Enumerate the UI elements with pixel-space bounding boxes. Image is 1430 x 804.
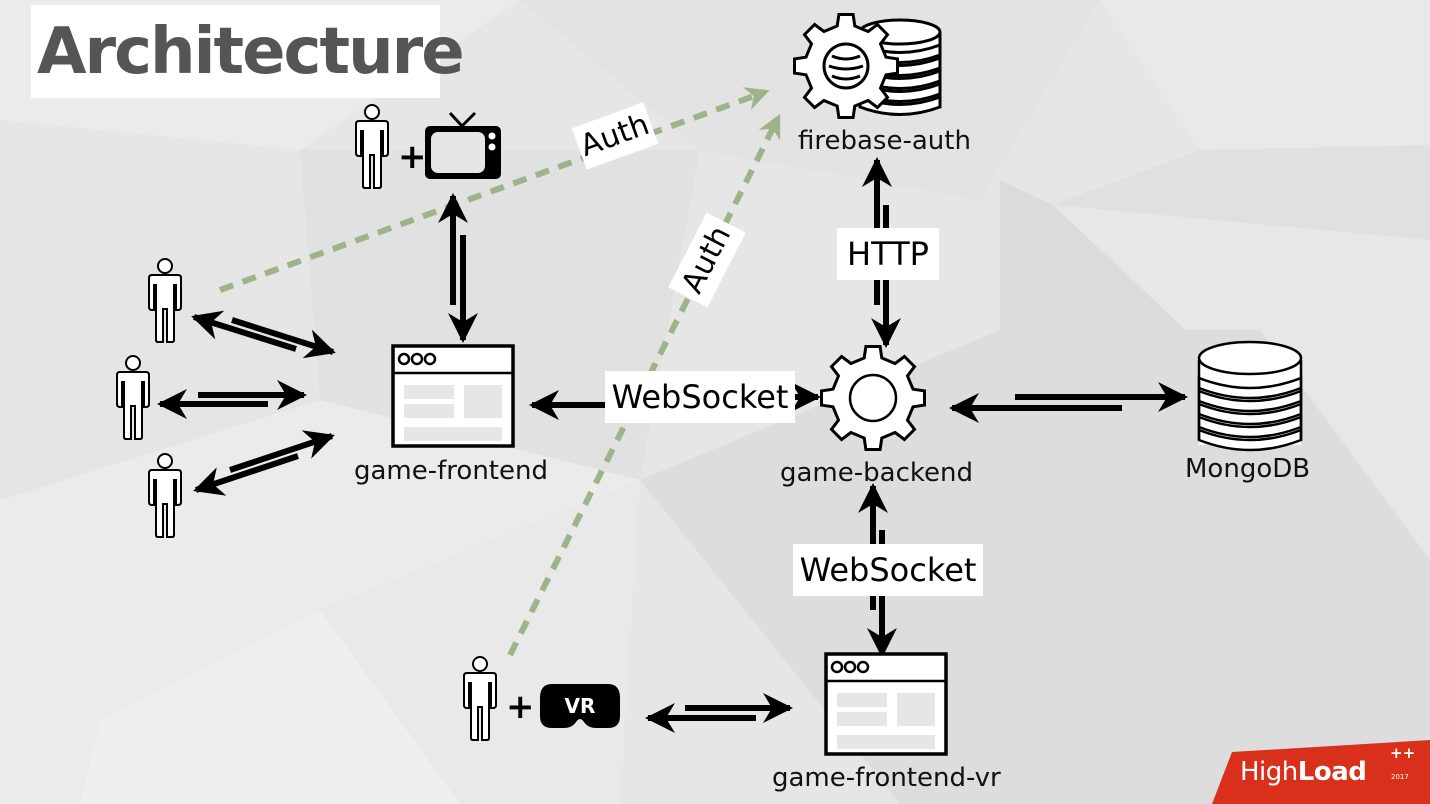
- user2-frontend-arrows: [157, 380, 307, 419]
- game-backend-icon: [820, 345, 926, 451]
- brand-light: High: [1240, 757, 1298, 787]
- websocket-label-frontend: WebSocket: [605, 371, 795, 423]
- game-frontend-icon: [391, 344, 515, 448]
- person-icon: [116, 355, 150, 440]
- brand-bold: Load: [1297, 757, 1367, 787]
- person-icon: [463, 656, 497, 741]
- slide-title-box: Architecture: [31, 5, 465, 98]
- user1-frontend-arrows: [191, 310, 336, 359]
- person-icon: [148, 453, 182, 538]
- user3-frontend-arrows: [193, 430, 335, 496]
- backend-mongodb-arrows: [949, 382, 1188, 423]
- vr-badge: VR: [565, 694, 596, 718]
- tv-icon: [425, 111, 501, 179]
- mongodb-icon: [1197, 340, 1303, 452]
- slide-title: Architecture: [37, 15, 465, 89]
- tv-frontend-arrows: [438, 193, 478, 343]
- brand-year: 2017: [1391, 773, 1409, 781]
- game-frontend-vr-label: game-frontend-vr: [772, 763, 1001, 793]
- brand-corner: [1212, 740, 1430, 804]
- brand-logo: HighLoad: [1240, 757, 1367, 787]
- plus-vr: +: [506, 687, 535, 727]
- vr-headset-icon: VR: [540, 684, 620, 728]
- auth-line-users: [218, 87, 770, 293]
- game-frontend-label: game-frontend: [354, 456, 548, 486]
- mongodb-label: MongoDB: [1185, 454, 1311, 484]
- brand-suffix: ++: [1390, 744, 1416, 762]
- http-label: HTTP: [837, 228, 939, 280]
- game-backend-label: game-backend: [780, 458, 973, 488]
- person-icon: [148, 258, 182, 343]
- person-icon: [354, 103, 390, 190]
- firebase-auth-icon: [793, 13, 942, 119]
- vr-frontend-vr-arrows: [645, 693, 793, 733]
- plus-tv: +: [398, 137, 427, 177]
- firebase-auth-label: firebase-auth: [798, 126, 971, 156]
- game-frontend-vr-icon: [824, 652, 948, 756]
- websocket-label-vr: WebSocket: [793, 544, 983, 596]
